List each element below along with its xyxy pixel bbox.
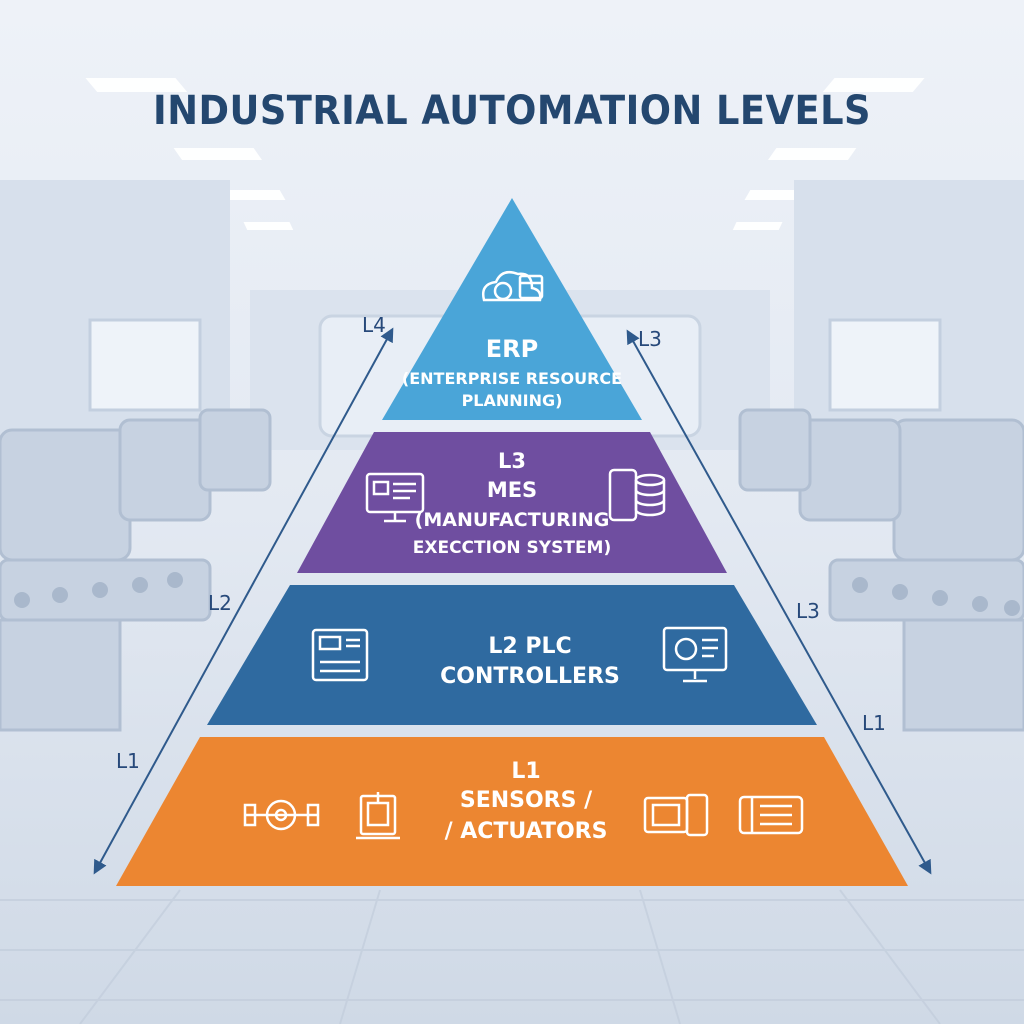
mes-line2: MES: [487, 478, 537, 502]
sensors-line3: / ACTUATORS: [445, 819, 608, 844]
erp-line2: (ENTERPRISE RESOURCE: [402, 369, 622, 388]
tablet-database-icon: [608, 468, 666, 522]
mes-line1: L3: [498, 449, 526, 473]
mes-line3: (MANUFACTURING: [415, 509, 610, 531]
plc-line1: L2 PLC: [488, 634, 571, 659]
level-plc: [207, 585, 817, 725]
plc-line2: CONTROLLERS: [440, 664, 620, 689]
monitor-dashboard-icon: [365, 472, 425, 523]
page-title: INDUSTRIAL AUTOMATION LEVELS: [153, 88, 871, 134]
axis-label-left-bottom: L1: [116, 749, 140, 773]
drive-icon: [738, 795, 804, 835]
plc-controller-icon: [311, 628, 369, 682]
axis-label-left-top: L4: [362, 313, 386, 337]
sensors-line2: SENSORS /: [460, 788, 593, 813]
level-sensors: [116, 737, 908, 886]
hmi-monitor-icon: [662, 626, 728, 683]
axis-label-right-mid: L3: [796, 599, 820, 623]
right-axis-arrow: [626, 329, 932, 875]
cloud-dollar-calendar-icon: [482, 271, 544, 302]
axis-label-right-top: L3: [638, 327, 662, 351]
level-erp: [382, 198, 642, 420]
actuator-icon: [643, 793, 709, 837]
mes-line4: EXECCTION SYSTEM): [413, 538, 612, 558]
valve-icon: [243, 799, 320, 831]
sensors-line1: L1: [511, 759, 540, 784]
left-axis-arrow: [93, 327, 394, 875]
level-mes: [297, 432, 727, 573]
erp-line3: PLANNING): [462, 391, 563, 410]
axis-label-left-mid: L2: [208, 591, 232, 615]
erp-line1: ERP: [486, 335, 538, 363]
axis-label-right-bottom: L1: [862, 711, 886, 735]
sensor-icon: [356, 792, 400, 840]
